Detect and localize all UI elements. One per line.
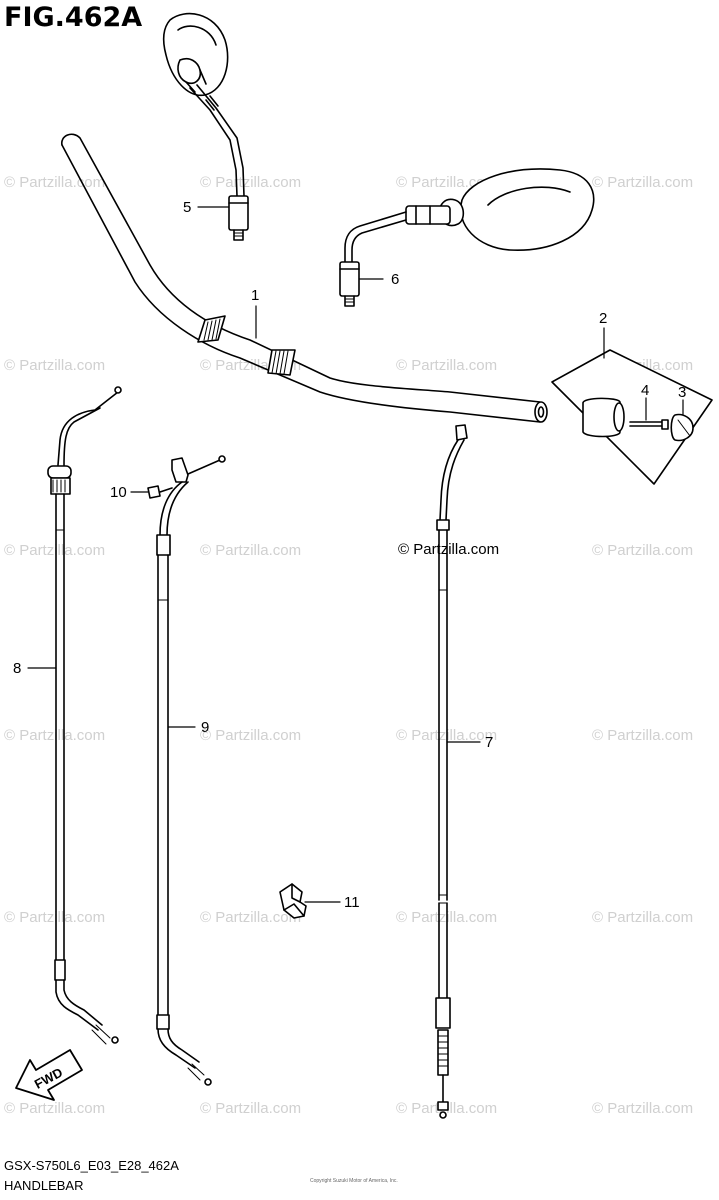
watermark-text: © Partzilla.com <box>592 909 693 926</box>
callout-2: 2 <box>599 310 607 327</box>
cable-8 <box>47 386 122 1045</box>
leader-lines <box>27 206 684 903</box>
callout-9: 9 <box>201 719 209 736</box>
watermark-text: © Partzilla.com <box>4 1100 105 1117</box>
callout-4: 4 <box>641 382 649 399</box>
callout-labels: 1 2 3 4 5 6 7 8 9 10 11 <box>13 199 686 911</box>
figure-name: HANDLEBAR <box>4 1178 84 1193</box>
callout-6: 6 <box>391 271 399 288</box>
watermark-text: © Partzilla.com <box>200 1100 301 1117</box>
watermark-text: © Partzilla.com <box>592 542 693 559</box>
watermark-text: © Partzilla.com <box>4 727 105 744</box>
clamp-11 <box>279 883 307 919</box>
callout-8: 8 <box>13 660 21 677</box>
watermark-text: © Partzilla.com <box>396 357 497 374</box>
handlebar <box>61 133 548 423</box>
callout-7: 7 <box>485 734 493 751</box>
watermark-text: © Partzilla.com <box>592 727 693 744</box>
watermark-text: © Partzilla.com <box>4 542 105 559</box>
cable-9 <box>147 455 226 1086</box>
watermark-text: © Partzilla.com <box>4 357 105 374</box>
watermark-text: © Partzilla.com <box>4 174 105 191</box>
watermark-text: © Partzilla.com <box>200 909 301 926</box>
watermark-text: © Partzilla.com <box>4 909 105 926</box>
cable-7 <box>435 424 468 1119</box>
copyright-note: Copyright Suzuki Motor of America, Inc. <box>310 1178 398 1184</box>
fwd-arrow <box>15 1049 83 1101</box>
callout-10: 10 <box>110 484 127 501</box>
callout-5: 5 <box>183 199 191 216</box>
watermark-text: © Partzilla.com <box>200 174 301 191</box>
figure-code: GSX-S750L6_E03_E28_462A <box>4 1158 179 1173</box>
callout-11: 11 <box>344 894 360 911</box>
figure-title: FIG.462A <box>4 2 143 33</box>
callout-1: 1 <box>251 287 259 304</box>
watermark-text: © Partzilla.com <box>592 1100 693 1117</box>
watermark-text: © Partzilla.com <box>200 727 301 744</box>
watermark-featured: © Partzilla.com <box>398 541 499 558</box>
watermark-text: © Partzilla.com <box>200 542 301 559</box>
watermark-layer: © Partzilla.com © Partzilla.com © Partzill… <box>4 174 693 1117</box>
balancer-group <box>551 349 713 485</box>
mirror-left <box>162 12 249 241</box>
callout-3: 3 <box>678 384 686 401</box>
mirror-right <box>339 168 595 307</box>
watermark-text: © Partzilla.com <box>592 174 693 191</box>
